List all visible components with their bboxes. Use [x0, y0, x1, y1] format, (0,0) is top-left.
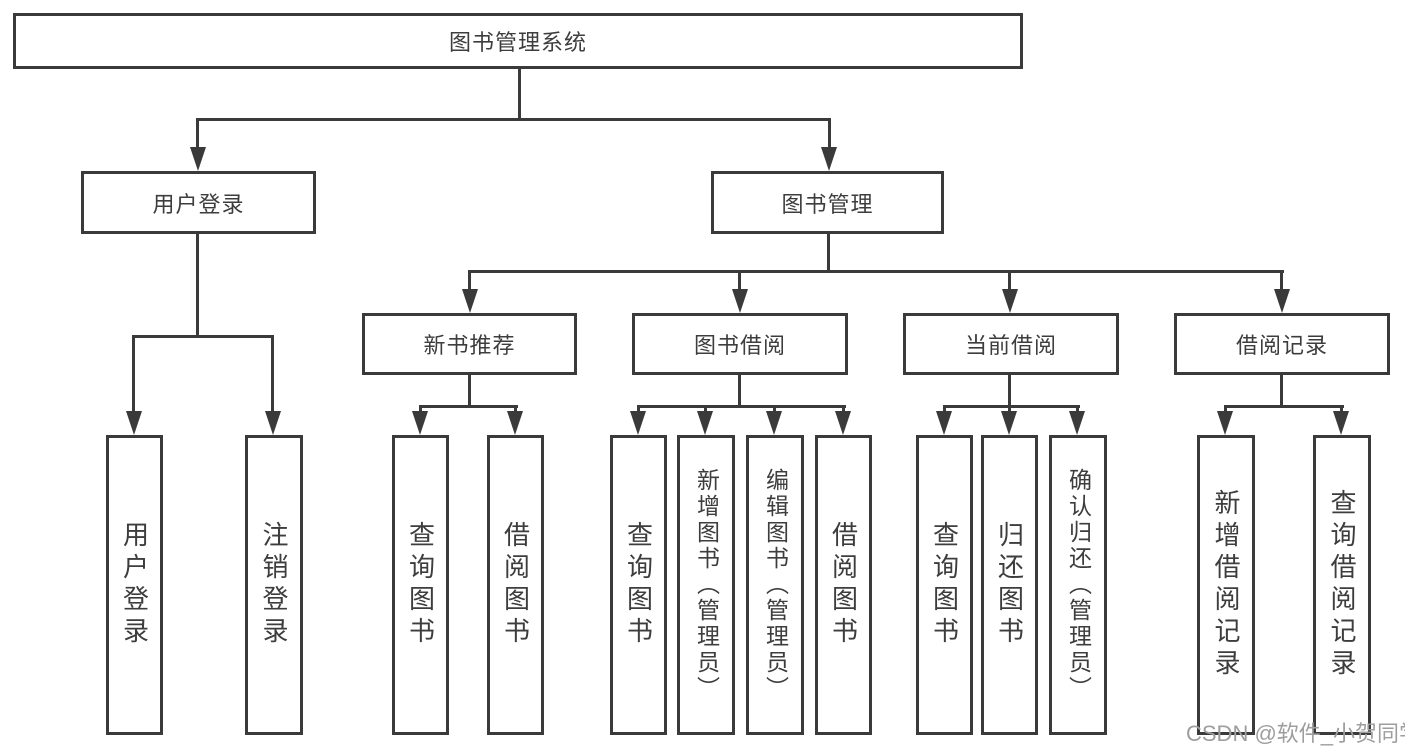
connector-drop-leaf [637, 405, 640, 415]
connector-borrowing-rail [637, 405, 846, 408]
connector-drop-book-mgmt [828, 118, 831, 150]
node-borrow-records: 借阅记录 [1174, 313, 1390, 375]
arrowhead-icon [821, 147, 837, 171]
leaf-add-borrow-record-label: 新增借阅记录 [1211, 489, 1241, 681]
arrowhead-icon [126, 411, 142, 435]
connector-drop-leaf [704, 405, 707, 415]
node-new-book-recommend: 新书推荐 [362, 313, 577, 375]
arrowhead-icon [1333, 411, 1349, 435]
leaf-edit-books-admin: 编辑图书（管理员） [746, 435, 804, 735]
node-borrow-records-label: 借阅记录 [1235, 333, 1328, 358]
connector-user-login-trunk [196, 234, 199, 335]
arrowhead-icon [1069, 411, 1085, 435]
node-book-borrowing-label: 图书借阅 [693, 333, 786, 358]
leaf-logout-label: 注销登录 [259, 521, 289, 649]
connector-drop-leaf [1224, 405, 1227, 415]
leaf-return-books: 归还图书 [981, 435, 1038, 735]
arrowhead-icon [1002, 289, 1018, 313]
arrowhead-icon [630, 411, 646, 435]
watermark: CSDN @软件_小贺同学 [1186, 721, 1405, 746]
arrowhead-icon [462, 289, 478, 313]
connector-drop-leaf [419, 405, 422, 415]
connector-drop-user-login [196, 118, 199, 150]
connector-root-trunk [518, 68, 521, 118]
arrowhead-icon [190, 147, 206, 171]
leaf-confirm-return-admin-label: 确认归还（管理员） [1065, 468, 1092, 702]
arrowhead-icon [936, 411, 952, 435]
connector-new-books-trunk [468, 375, 471, 405]
node-current-borrowing: 当前借阅 [903, 313, 1119, 375]
connector-drop-records [1280, 270, 1283, 292]
leaf-query-books-3: 查询图书 [916, 435, 973, 735]
arrowhead-icon [507, 411, 523, 435]
leaf-add-books-admin-label: 新增图书（管理员） [693, 468, 720, 702]
arrowhead-icon [766, 411, 782, 435]
connector-drop-borrowing [738, 270, 741, 292]
connector-level2-rail [468, 270, 1284, 273]
leaf-add-borrow-record: 新增借阅记录 [1197, 435, 1255, 735]
leaf-borrow-books-1: 借阅图书 [487, 435, 544, 735]
arrowhead-icon [1217, 411, 1233, 435]
connector-drop-leaf [514, 405, 517, 415]
arrowhead-icon [1001, 411, 1017, 435]
arrowhead-icon [732, 289, 748, 313]
leaf-query-borrow-record: 查询借阅记录 [1313, 435, 1371, 735]
leaf-query-books-2-label: 查询图书 [623, 521, 654, 649]
connector-drop-new-books [468, 270, 471, 292]
node-root: 图书管理系统 [13, 13, 1023, 69]
leaf-borrow-books-2: 借阅图书 [815, 435, 872, 735]
connector-drop-logout [271, 335, 274, 415]
connector-new-books-rail [419, 405, 518, 408]
leaf-user-login: 用户登录 [106, 435, 163, 735]
connector-drop-leaf [842, 405, 845, 415]
connector-records-rail [1224, 405, 1344, 408]
connector-book-mgmt-trunk [827, 234, 830, 270]
connector-drop-leaf [1076, 405, 1079, 415]
connector-level1-rail [197, 118, 831, 121]
leaf-query-books-1-label: 查询图书 [405, 521, 436, 649]
connector-borrowing-trunk [738, 375, 741, 405]
node-book-borrowing: 图书借阅 [632, 313, 848, 375]
connector-current-rail [943, 405, 1080, 408]
node-current-borrowing-label: 当前借阅 [964, 333, 1057, 358]
arrowhead-icon [1274, 289, 1290, 313]
arrowhead-icon [265, 411, 281, 435]
node-new-book-recommend-label: 新书推荐 [423, 333, 516, 358]
node-user-login: 用户登录 [81, 171, 316, 234]
leaf-borrow-books-2-label: 借阅图书 [828, 521, 859, 649]
node-book-management-label: 图书管理 [781, 191, 874, 217]
node-user-login-label: 用户登录 [152, 191, 245, 217]
connector-user-login-rail [132, 335, 274, 338]
leaf-query-books-1: 查询图书 [392, 435, 449, 735]
leaf-logout: 注销登录 [245, 435, 303, 735]
arrowhead-icon [835, 411, 851, 435]
leaf-query-books-3-label: 查询图书 [929, 521, 960, 649]
connector-drop-leaf [1340, 405, 1343, 415]
connector-current-trunk [1008, 375, 1011, 405]
leaf-return-books-label: 归还图书 [994, 521, 1025, 649]
leaf-borrow-books-1-label: 借阅图书 [500, 521, 531, 649]
connector-drop-leaf [773, 405, 776, 415]
leaf-user-login-label: 用户登录 [119, 521, 150, 649]
connector-drop-leaf [943, 405, 946, 415]
connector-drop-leaf [1008, 405, 1011, 415]
leaf-add-books-admin: 新增图书（管理员） [677, 435, 735, 735]
node-book-management: 图书管理 [711, 171, 944, 234]
arrowhead-icon [412, 411, 428, 435]
node-root-label: 图书管理系统 [448, 30, 587, 55]
leaf-query-borrow-record-label: 查询借阅记录 [1327, 489, 1357, 681]
leaf-query-books-2: 查询图书 [610, 435, 667, 735]
arrowhead-icon [697, 411, 713, 435]
connector-records-trunk [1280, 375, 1283, 405]
leaf-confirm-return-admin: 确认归还（管理员） [1049, 435, 1107, 735]
connector-drop-current [1008, 270, 1011, 292]
leaf-edit-books-admin-label: 编辑图书（管理员） [762, 468, 789, 702]
connector-drop-login [132, 335, 135, 415]
